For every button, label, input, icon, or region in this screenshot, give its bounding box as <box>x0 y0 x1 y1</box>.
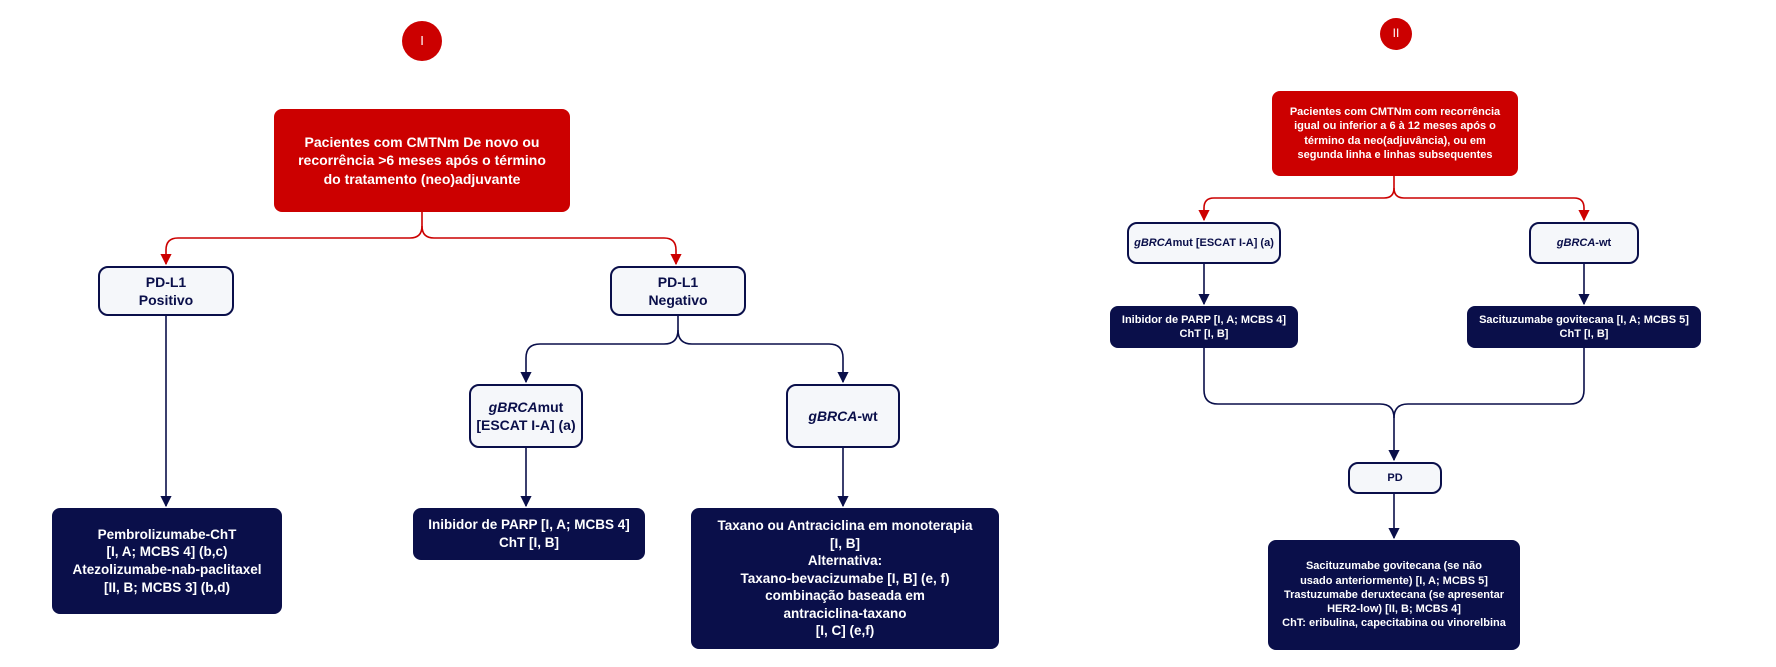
taxano-line-5: combinação baseada em <box>765 588 925 604</box>
pembro-line-3: Atezolizumabe-nab-paclitaxel <box>72 562 262 577</box>
pembrolizumabe-node: Pembrolizumabe-ChT [I, A; MCBS 4] (b,c) … <box>52 508 282 614</box>
taxano-line-4: Taxano-bevacizumabe [I, B] (e, f) <box>740 570 950 586</box>
gbrca-mut-italic: gBRCA <box>488 398 538 415</box>
pdl1-positive-node: PD-L1 Positivo <box>98 266 234 316</box>
sacitu-line-2: ChT [I, B] <box>1559 328 1609 340</box>
taxano-node: Taxano ou Antraciclina em monoterapia [I… <box>691 508 999 649</box>
taxano-line-3: Alternativa: <box>807 553 883 569</box>
connector-root1-to-pdl1-neg <box>421 225 682 266</box>
panel-2-root-node: Pacientes com CMTNm com recorrência igua… <box>1272 91 1518 176</box>
connector-root2-to-gbrca-mut <box>1198 176 1395 222</box>
panel-2-marker: II <box>1380 18 1412 50</box>
panel-1-root-node: Pacientes com CMTNm De novo ou recorrênc… <box>274 109 570 212</box>
final-line-3: Trastuzumabe deruxtecana (se apresentar <box>1283 588 1505 601</box>
pdl1-neg-line-1: PD-L1 <box>657 273 699 290</box>
root-1-line-1: Pacientes com CMTNm De novo ou <box>304 134 540 151</box>
gbrca-wt-line-1: gBRCA-wt <box>808 407 877 425</box>
connector-root1-to-pdl1-pos <box>160 212 423 266</box>
pdl1-pos-line-2: Positivo <box>138 292 194 308</box>
root-1-line-3: do tratamento (neo)adjuvante <box>323 170 521 187</box>
pd-label: PD <box>1387 471 1403 484</box>
pdl1-pos-line-1: PD-L1 <box>145 273 187 290</box>
panel-1-marker-label: I <box>420 32 424 48</box>
connector-pdl1-neg-to-gbrca-mut <box>520 316 679 384</box>
gbrca-mut-node-2: gBRCAmut [ESCAT I-A] (a) <box>1127 222 1281 264</box>
final-line-2: usado anteriormente) [I, A; MCBS 5] <box>1300 574 1488 587</box>
final-line-1: Sacituzumabe govitecana (se não <box>1305 560 1483 573</box>
connector-pdl1-neg-to-gbrca-wt <box>677 329 849 384</box>
gbrca-mut-2-rest: mut [ESCAT I-A] (a) <box>1172 236 1274 249</box>
final-line-4: HER2-low) [II, B; MCBS 4] <box>1327 603 1461 616</box>
gbrca-wt-italic: gBRCA <box>808 407 858 424</box>
taxano-line-1: Taxano ou Antraciclina em monoterapia <box>717 518 973 534</box>
gbrca-wt-node-2: gBRCA-wt <box>1529 222 1639 264</box>
gbrca-wt-node: gBRCA-wt <box>786 384 900 448</box>
connector-sacitu-to-pd <box>1393 348 1585 419</box>
parp-line-2: ChT [I, B] <box>499 535 559 550</box>
final-treatment-node: Sacituzumabe govitecana (se não usado an… <box>1268 540 1520 650</box>
pdl1-negative-node: PD-L1 Negativo <box>610 266 746 316</box>
gbrca-mut-line-2: [ESCAT I-A] (a) <box>476 417 576 433</box>
final-line-5: ChT: eribulina, capecitabina ou vinorelb… <box>1282 617 1506 630</box>
gbrca-wt-rest: -wt <box>857 407 878 424</box>
taxano-line-6: antraciclina-taxano <box>783 605 907 621</box>
pembro-line-1: Pembrolizumabe-ChT <box>97 526 237 542</box>
gbrca-wt-2-line-1: gBRCA-wt <box>1557 236 1611 250</box>
gbrca-mut-line-1: gBRCAmut <box>489 398 564 416</box>
root-1-line-2: recorrência >6 meses após o término <box>298 152 546 169</box>
root-2-line-2: igual ou inferior a 6 à 12 meses após o <box>1294 120 1496 133</box>
gbrca-mut-rest: mut <box>537 398 564 415</box>
root-2-line-4: segunda linha e linhas subsequentes <box>1297 148 1493 161</box>
inibidor-parp-node: Inibidor de PARP [I, A; MCBS 4] ChT [I, … <box>413 508 645 560</box>
connector-parp2-to-pd <box>1203 348 1400 462</box>
inibidor-parp-node-2: Inibidor de PARP [I, A; MCBS 4] ChT [I, … <box>1110 306 1298 348</box>
taxano-line-2: [I, B] <box>830 535 860 551</box>
root-2-line-1: Pacientes com CMTNm com recorrência <box>1289 105 1501 118</box>
root-2-line-3: término da neo(adjuvância), ou em <box>1304 134 1486 147</box>
panel-2-marker-label: II <box>1392 26 1400 41</box>
connector-root2-to-gbrca-wt <box>1393 187 1590 222</box>
gbrca-wt-2-rest: -wt <box>1595 236 1612 249</box>
sacituzumabe-node: Sacituzumabe govitecana [I, A; MCBS 5] C… <box>1467 306 1701 348</box>
pd-node: PD <box>1348 462 1442 494</box>
parp-line-1: Inibidor de PARP [I, A; MCBS 4] <box>428 517 630 533</box>
gbrca-wt-2-italic: gBRCA <box>1556 236 1596 249</box>
parp-2-line-2: ChT [I, B] <box>1179 328 1229 340</box>
taxano-line-7: [I, C] (e,f) <box>815 623 875 639</box>
pembro-line-4: [II, B; MCBS 3] (b,d) <box>104 579 230 595</box>
sacitu-line-1: Sacituzumabe govitecana [I, A; MCBS 5] <box>1479 313 1689 326</box>
gbrca-mut-2-italic: gBRCA <box>1134 236 1173 249</box>
panel-1-marker: I <box>402 21 442 61</box>
parp-2-line-1: Inibidor de PARP [I, A; MCBS 4] <box>1121 313 1287 326</box>
pdl1-neg-line-2: Negativo <box>648 292 708 308</box>
gbrca-mut-node: gBRCAmut [ESCAT I-A] (a) <box>469 384 583 448</box>
gbrca-mut-2-line-1: gBRCAmut [ESCAT I-A] (a) <box>1134 236 1274 250</box>
pembro-line-2: [I, A; MCBS 4] (b,c) <box>106 544 228 560</box>
